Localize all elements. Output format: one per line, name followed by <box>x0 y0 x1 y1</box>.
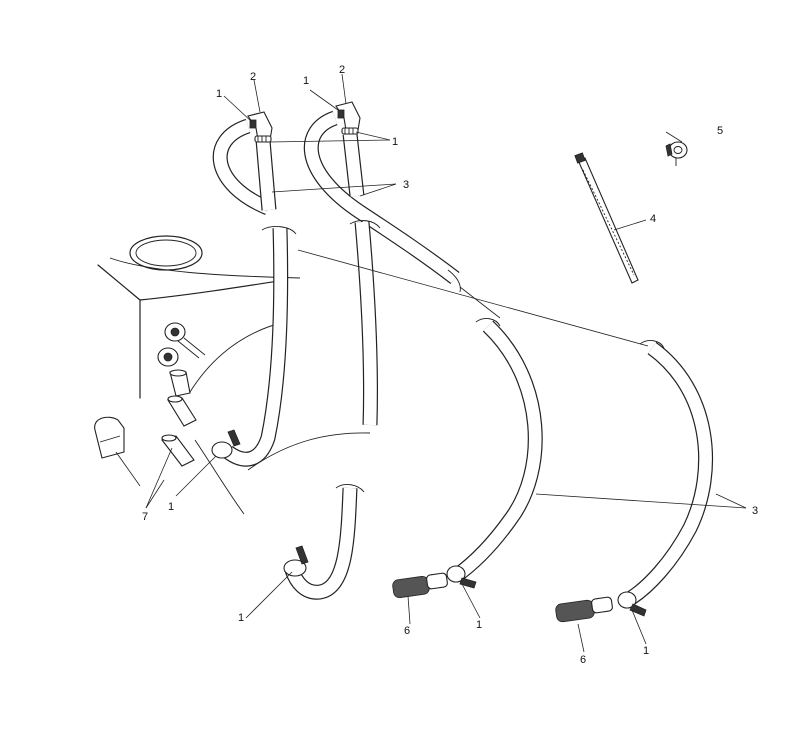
callout-clamps-upper: 1 <box>392 136 398 148</box>
connector-left <box>392 565 477 599</box>
clamp-top-left <box>254 135 272 143</box>
callout-labels: 1 2 1 2 1 5 3 4 7 1 3 1 6 1 6 1 <box>142 64 758 666</box>
fitting-3 <box>169 369 191 397</box>
callout-clamp-lower-j: 1 <box>238 612 244 624</box>
tank-cap <box>94 416 125 459</box>
reservoir-tank <box>97 235 371 515</box>
hose-clip <box>665 141 688 166</box>
fitting-5 <box>161 434 195 467</box>
callout-elbow-left: 2 <box>250 71 256 83</box>
callout-connector-right: 6 <box>580 654 586 666</box>
connector-right <box>555 591 647 623</box>
callout-clip: 5 <box>717 125 723 137</box>
hose-group <box>212 110 713 607</box>
callout-clamp-connector-left: 1 <box>476 619 482 631</box>
callout-clamp-connector-right: 1 <box>643 645 649 657</box>
elbow-fitting-right <box>335 101 361 131</box>
callout-tank-fittings: 7 <box>142 511 148 523</box>
tie-strap <box>574 152 639 284</box>
tank-fittings <box>157 322 206 467</box>
callout-hoses-upper: 3 <box>403 179 409 191</box>
phantom-lines <box>297 249 649 347</box>
clamp-top-right <box>341 127 359 135</box>
fitting-4 <box>167 395 197 427</box>
clamp-connector-right <box>617 591 647 617</box>
callout-clamp-top-left: 1 <box>216 88 222 100</box>
clamp-lower-j <box>283 545 309 577</box>
callout-tie-strap: 4 <box>650 213 656 225</box>
callout-clamp-top-right: 1 <box>303 75 309 87</box>
leader-lines <box>115 73 747 653</box>
callout-elbow-right: 2 <box>339 64 345 76</box>
filler-neck-ring <box>129 235 203 271</box>
callout-connector-left: 6 <box>404 625 410 637</box>
clamp-connector-left <box>446 565 477 589</box>
grommet-2 <box>157 347 179 367</box>
callout-clamp-tank: 1 <box>168 501 174 513</box>
grommet-1 <box>164 322 206 359</box>
clamp-tank-lower <box>211 429 241 459</box>
callout-hoses-right: 3 <box>752 505 758 517</box>
